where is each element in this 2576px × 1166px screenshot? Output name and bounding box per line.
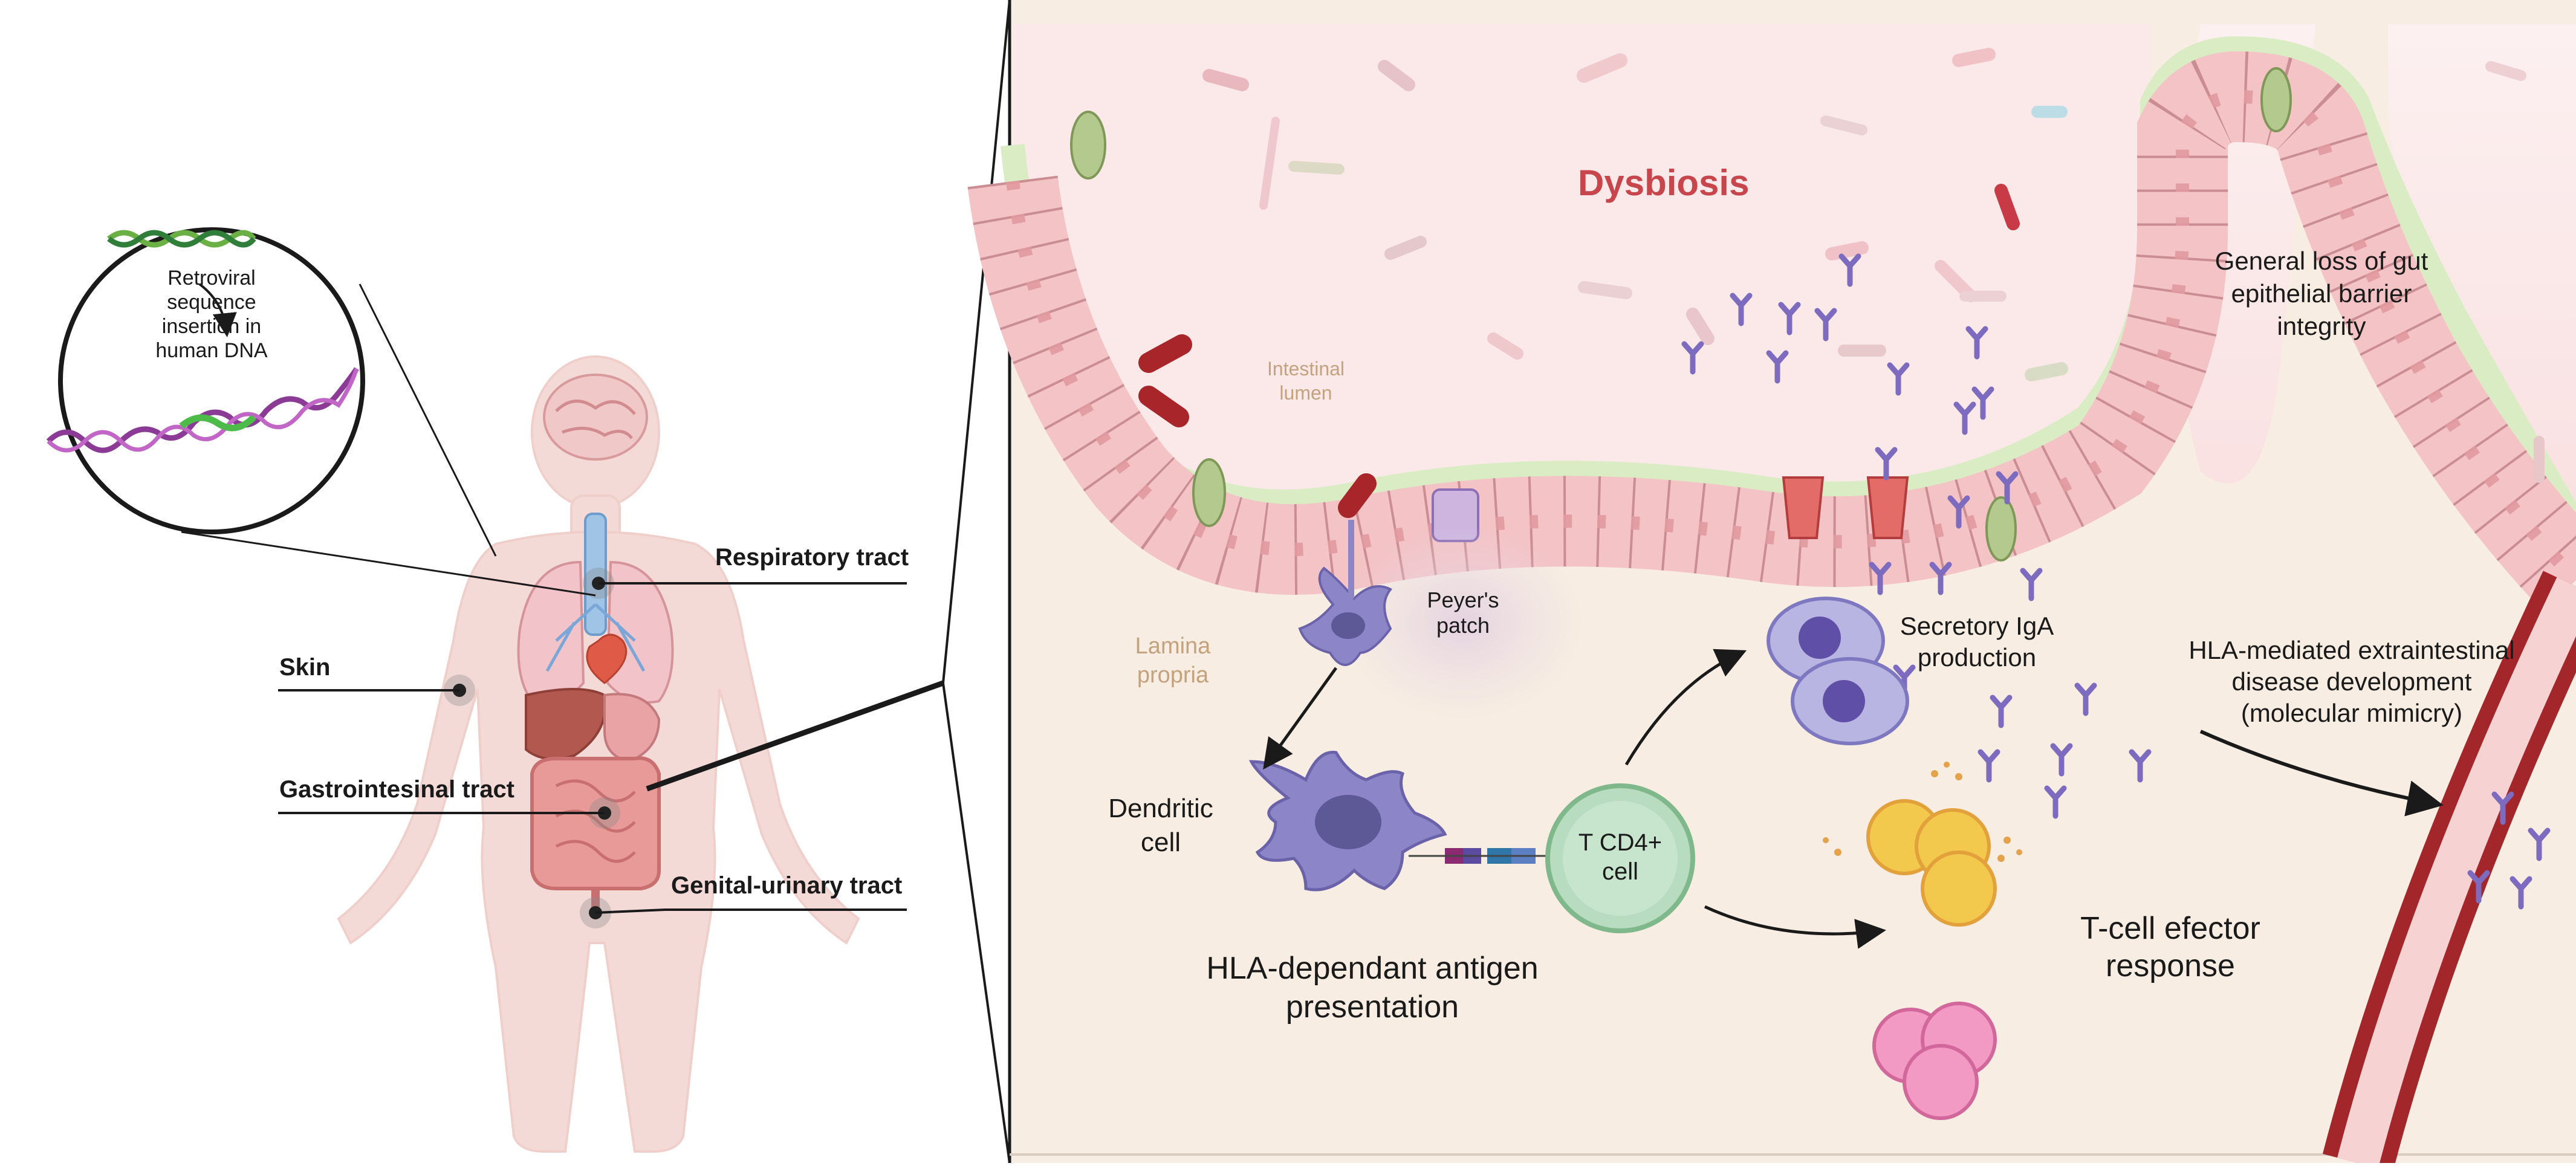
label-intestinal-lumen: Intestinal lumen [1245, 357, 1366, 405]
label-dysbiosis: Dysbiosis [1578, 163, 1750, 203]
label-line: epithelial barrier [2231, 279, 2412, 308]
label-lamina-propria: Lamina propria [1118, 632, 1227, 690]
label-line: HLA-mediated extraintestinal [2188, 636, 2515, 664]
label-line: integrity [2277, 312, 2366, 340]
label-line: General loss of gut [2214, 247, 2428, 275]
peyers-patch [1342, 526, 1584, 719]
label-skin: Skin [279, 654, 331, 681]
sampling-dendritic-cell [1298, 520, 1393, 666]
brain-organ [543, 374, 648, 461]
label-t-cell-effector-response: T-cell efector response [2043, 910, 2297, 985]
label-line: patch [1436, 613, 1490, 638]
label-line: Intestinal [1267, 358, 1345, 380]
label-genital-urinary-tract: Genital-urinary tract [671, 872, 903, 899]
label-line: (molecular mimicry) [2240, 699, 2463, 727]
label-line: Lamina [1135, 633, 1211, 659]
pathogenic-bacteria [1138, 334, 1377, 518]
flow-arrows [1263, 649, 2444, 949]
label-line: response [2106, 948, 2235, 983]
left-panel [46, 227, 907, 1153]
blood-vessel [2322, 571, 2576, 1166]
label-line: Secretory IgA [1900, 612, 2054, 640]
label-line: lumen [1279, 382, 1332, 404]
label-line: production [1917, 643, 2037, 672]
dna-inset [46, 227, 596, 597]
site-label-lines [278, 582, 907, 914]
intestines-organ [530, 756, 661, 913]
damaged-enterocytes [1782, 476, 1909, 539]
antibodies [1681, 253, 2551, 910]
cytokine-dots [1823, 762, 2022, 862]
label-line: disease development [2231, 667, 2472, 696]
label-line: T CD4+ [1578, 829, 1663, 856]
trachea-organ [584, 513, 607, 636]
label-gastrointestinal-tract: Gastrointesinal tract [279, 776, 515, 803]
lumen-bacteria [1202, 48, 2545, 483]
hla-tcr-complex [1409, 848, 1554, 864]
label-line: T-cell efector [2080, 911, 2260, 946]
goblet-cells [1070, 67, 2292, 562]
label-line: propria [1137, 662, 1209, 688]
label-line: HLA-dependant antigen [1206, 951, 1539, 986]
plasma-cells [1767, 597, 1909, 745]
epithelium-layer [967, 51, 2576, 612]
effector-t-cells-pink [1872, 1002, 1997, 1120]
t-cd4-cell [1545, 783, 1695, 933]
inset-caption-line: sequence [167, 291, 256, 314]
inset-caption-line: human DNA [155, 339, 268, 362]
heart-organ [586, 633, 628, 684]
label-line: Dendritic [1108, 794, 1213, 823]
dendritic-cell [1248, 751, 1447, 892]
label-hla-mediated-disease: HLA-mediated extraintestinal disease dev… [2164, 635, 2539, 729]
lungs-organ [517, 560, 674, 704]
right-panel [967, 0, 2576, 1166]
label-antigen-presentation: HLA-dependant antigen presentation [1185, 949, 1560, 1026]
human-body-silhouette [337, 355, 860, 1153]
label-line: cell [1140, 828, 1181, 857]
label-line: Peyer's [1427, 588, 1499, 612]
inset-caption-line: insertion in [161, 315, 262, 338]
zoom-lines [646, 0, 1011, 1164]
label-dendritic-cell: Dendritic cell [1100, 792, 1221, 860]
effector-t-cells-yellow [1866, 799, 1997, 927]
label-line: cell [1601, 858, 1639, 885]
label-line: presentation [1285, 989, 1459, 1025]
liver-stomach-organ [525, 688, 661, 763]
label-secretory-iga: Secretory IgA production [1880, 611, 2074, 673]
label-respiratory-tract: Respiratory tract [715, 544, 909, 571]
label-t-cd4-cell: T CD4+ cell [1560, 828, 1681, 886]
label-barrier-integrity: General loss of gut epithelial barrier i… [2201, 245, 2442, 343]
inset-caption-line: Retroviral [167, 267, 256, 290]
label-peyers-patch: Peyer's patch [1409, 588, 1517, 638]
inset-caption: Retroviral sequence insertion in human D… [145, 266, 278, 363]
